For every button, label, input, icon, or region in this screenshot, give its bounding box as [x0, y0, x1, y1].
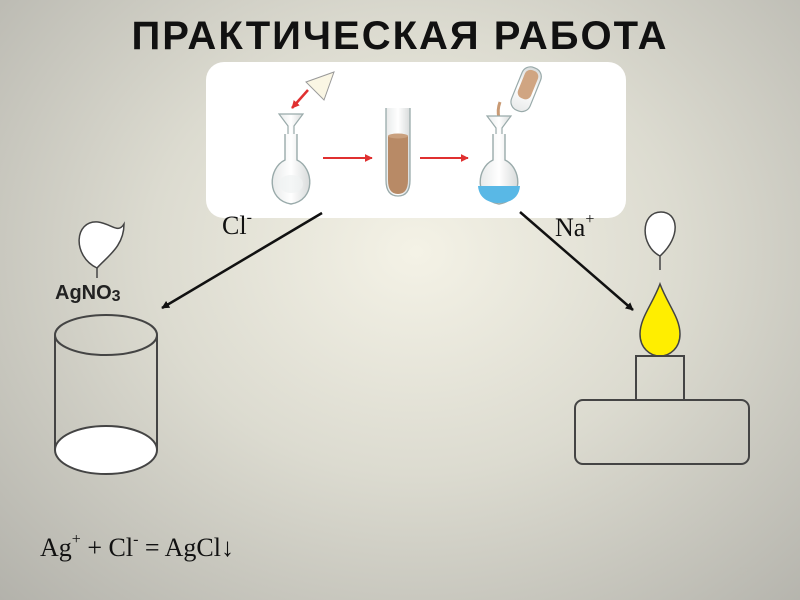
- dropper-icon: [644, 211, 676, 270]
- page-number: 17: [738, 566, 750, 578]
- ion-label-sodium: Na+: [555, 211, 594, 242]
- beaker-icon: [54, 314, 158, 475]
- arrow-to-flame-test: [519, 211, 634, 311]
- flask-icon: [478, 134, 520, 205]
- flame-icon: [639, 281, 681, 357]
- filtration-panel: [206, 62, 626, 218]
- insert-arrow: [291, 89, 309, 109]
- dropper-icon: [78, 221, 125, 278]
- reagent-label: AgNO3: [55, 282, 121, 305]
- slide-title: ПРАКТИЧЕСКАЯ РАБОТА: [131, 14, 669, 58]
- test-tube-icon: [385, 108, 411, 197]
- flask-icon: [271, 134, 311, 205]
- burner-icon: [574, 355, 750, 465]
- arrow-to-precipitation-test: [161, 211, 323, 310]
- reaction-equation: Ag+ + Cl- = AgCl↓: [40, 531, 234, 562]
- filter-paper-icon: [305, 71, 335, 101]
- ion-label-chloride: Cl-: [222, 209, 252, 240]
